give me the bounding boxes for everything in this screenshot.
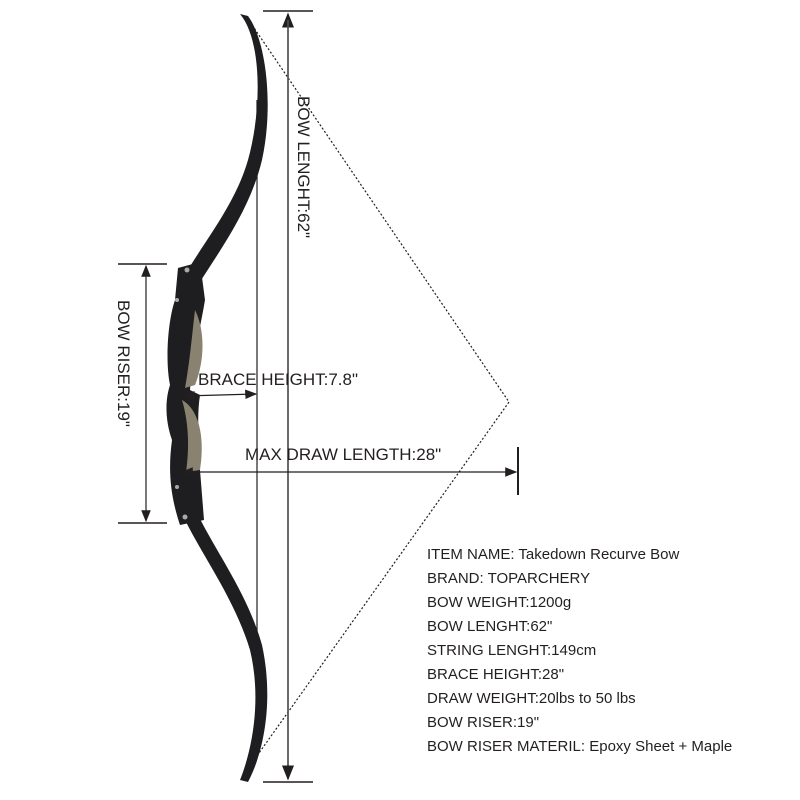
spec-bow-length: BOW LENGHT:62" — [427, 618, 553, 635]
riser-wood-lower — [182, 400, 202, 472]
spec-brand: BRAND: TOPARCHERY — [427, 570, 591, 587]
bow-riser-label: BOW RISER:19" — [114, 300, 133, 427]
riser-bolt — [184, 267, 190, 273]
spec-bow-weight: BOW WEIGHT:1200g — [427, 594, 572, 611]
riser-bolt — [175, 485, 179, 489]
riser — [166, 262, 205, 525]
spec-riser-material: BOW RISER MATERIL: Epoxy Sheet + Maple — [427, 738, 733, 755]
spec-brace-height: BRACE HEIGHT:28" — [427, 666, 565, 683]
max-draw-label: MAX DRAW LENGTH:28" — [245, 445, 442, 464]
riser-bolt — [182, 514, 188, 520]
spec-list: ITEM NAME: Takedown Recurve Bow BRAND: T… — [427, 543, 732, 759]
riser-wood-upper — [185, 310, 203, 388]
brace-height-label: BRACE HEIGHT:7.8" — [198, 370, 359, 389]
brace-height-arrow-right — [219, 389, 258, 400]
bow-length-label: BOW LENGHT:62" — [294, 96, 313, 239]
lower-limb — [185, 515, 268, 782]
brace-height-arrow-left — [182, 390, 221, 401]
spec-item-name: ITEM NAME: Takedown Recurve Bow — [427, 546, 680, 563]
spec-bow-riser: BOW RISER:19" — [427, 714, 540, 731]
spec-string-length: STRING LENGHT:149cm — [427, 642, 597, 659]
spec-draw-weight: DRAW WEIGHT:20lbs to 50 lbs — [427, 690, 636, 707]
upper-limb — [185, 14, 268, 285]
riser-bolt — [175, 298, 179, 302]
drawn-string-dotted — [249, 21, 510, 761]
